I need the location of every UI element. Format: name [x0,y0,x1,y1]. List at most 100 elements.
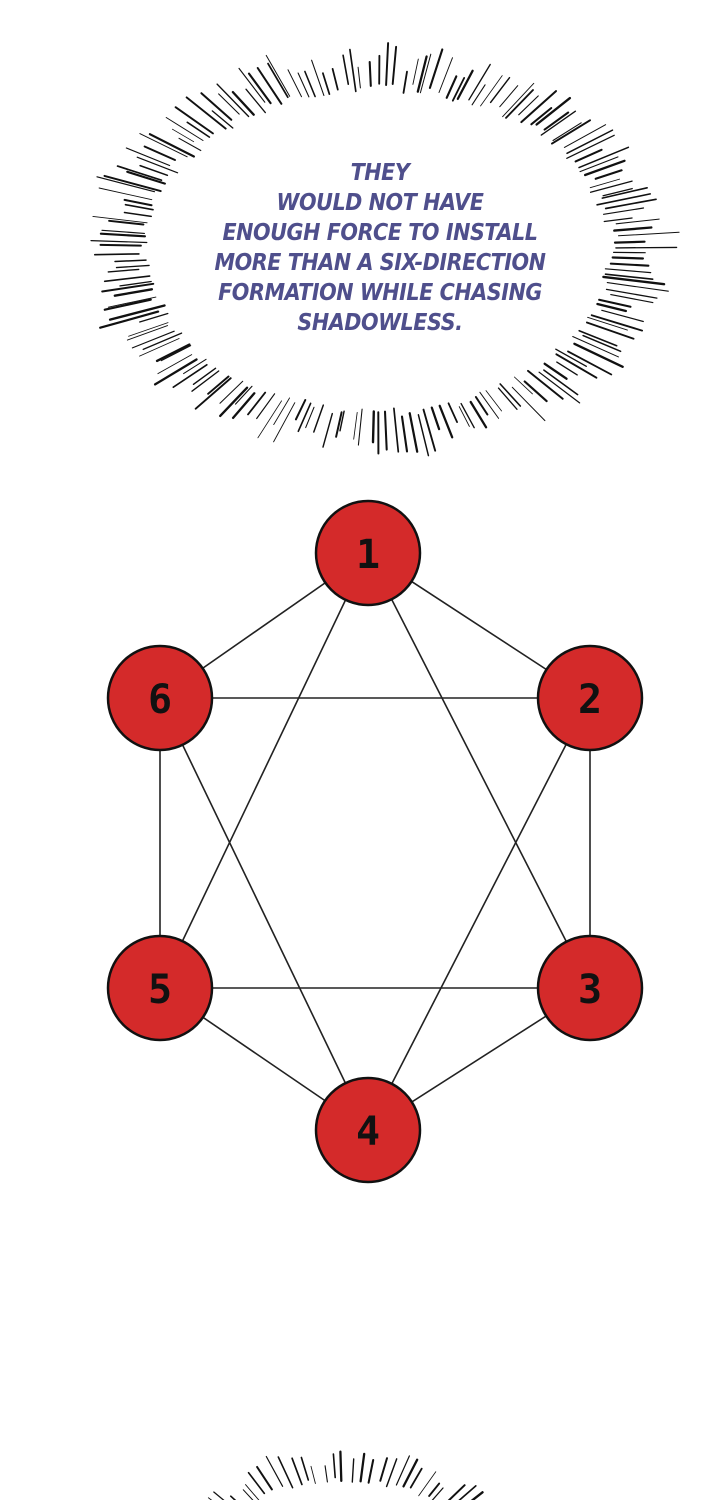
bubble-line: SHADOWLESS. [297,310,463,336]
burst-line [103,275,151,283]
burst-line [294,399,307,421]
burst-line [523,380,548,403]
burst-line [418,1471,437,1497]
burst-line [171,128,195,143]
burst-line [456,69,474,101]
burst-line [520,90,558,124]
burst-line [335,411,343,438]
burst-line [103,298,152,311]
burst-line [256,1465,273,1491]
burst-line [126,325,169,341]
burst-line [131,330,175,349]
burst-line [530,107,553,126]
burst-line [155,343,191,363]
burst-line [191,370,220,392]
burst-line [590,314,644,332]
burst-line [304,70,316,98]
burst-line [192,367,217,386]
burst-line [583,159,626,177]
node-circle [314,1076,422,1184]
burst-line [556,361,578,376]
burst-line [428,48,444,89]
burst-line [451,77,466,102]
burst-line [359,1452,366,1483]
burst-line [391,45,398,85]
node-circle [106,934,214,1042]
burst-line [256,67,283,105]
burst-line [123,211,152,218]
burst-line [594,169,623,180]
burst-line [438,57,453,93]
burst-line [229,1495,237,1500]
burst-line [310,1465,316,1484]
burst-line [165,117,204,141]
burst-line [379,1457,388,1482]
burst-line [610,294,654,304]
burst-line [573,342,624,368]
burst-line [148,133,195,158]
burst-line [367,1458,375,1484]
burst-line [231,90,255,116]
burst-line [395,1455,410,1486]
burst-line [101,282,155,293]
burst-line [543,111,570,131]
burst-line [417,414,430,457]
node-label: 1 [356,532,380,578]
burst-line [99,243,142,247]
burst-line [470,1491,484,1500]
node-label: 2 [578,677,602,723]
burst-line [371,410,375,444]
burst-line [218,93,240,115]
burst-line [186,121,211,138]
burst-line [447,402,458,423]
burst-line [527,369,564,400]
burst-line [604,268,652,274]
burst-line [257,400,283,439]
burst-line [602,275,666,286]
burst-line [322,412,334,448]
burst-line [242,1489,254,1500]
burst-line [172,363,208,389]
formation-node-5: 5 [106,934,214,1042]
burst-line [153,358,198,386]
formation-node-6: 6 [106,644,214,752]
formation-edge-2-4 [367,697,591,1131]
burst-line [412,58,419,85]
burst-line [353,411,358,440]
formation-node-4: 4 [314,1076,422,1184]
burst-line [107,296,157,308]
burst-line [596,302,628,313]
burst-line [402,70,408,94]
burst-line [216,83,250,118]
burst-line [125,147,171,167]
burst-line [604,198,657,210]
burst-line [587,316,628,331]
burst-line [543,369,579,396]
burst-line [108,304,166,321]
node-circle [314,499,422,607]
burst-line [555,353,598,379]
burst-line [143,145,176,161]
burst-line [458,406,470,427]
burst-line [471,84,486,106]
node-circle [536,644,644,752]
burst-line [349,48,357,93]
burst-line [422,408,437,452]
formation-edge-4-6 [159,697,369,1131]
burst-line [615,218,660,225]
burst-line [579,156,619,173]
burst-line [563,124,607,148]
burst-line [108,219,145,226]
burst-line [96,176,155,193]
burst-line [265,1455,284,1487]
burst-line [489,76,511,104]
burst-line [474,395,489,416]
burst-line [447,1484,466,1500]
burst-line [185,96,227,130]
burst-line [601,187,648,199]
burst-line [605,288,658,299]
burst-line [245,1484,260,1500]
burst-line [178,137,202,152]
burst-line [207,375,230,395]
